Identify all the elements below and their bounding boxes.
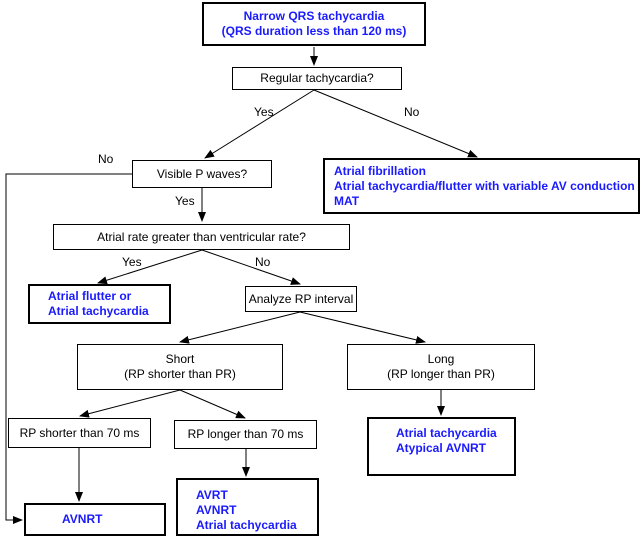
regular-tachycardia-question: Regular tachycardia?: [232, 67, 402, 90]
result-atrial-tachy-flutter-variable: Atrial tachycardia/flutter with variable…: [334, 179, 635, 193]
avnrt-result: AVNRT: [24, 503, 166, 536]
result-avnrt: AVNRT: [196, 503, 237, 517]
label-no-regular: No: [404, 105, 420, 119]
result-atrial-tachycardia: Atrial tachycardia: [48, 304, 149, 318]
edge-analyze-short: [179, 311, 301, 344]
edge-regular-no: [313, 89, 478, 158]
label-yes-visiblep: Yes: [175, 194, 195, 208]
rp-longer-70-text: RP longer than 70 ms: [187, 427, 304, 441]
result-atrial-fibrillation: Atrial fibrillation: [334, 164, 427, 178]
label-yes-rate: Yes: [122, 255, 142, 269]
label-no-visiblep: No: [98, 152, 114, 166]
rp-longer-70-result: AVRT AVNRT Atrial tachycardia: [176, 478, 319, 536]
long-rp-line2: (RP longer than PR): [387, 367, 495, 381]
edge-short-rp70: [79, 389, 181, 418]
result-mat: MAT: [334, 194, 360, 208]
atrial-rate-question: Atrial rate greater than ventricular rat…: [53, 224, 350, 250]
result-avnrt-final: AVNRT: [62, 512, 103, 526]
short-rp-line1: Short: [165, 352, 195, 366]
result-avrt: AVRT: [196, 488, 228, 502]
regular-tachycardia-text: Regular tachycardia?: [260, 71, 374, 85]
edge-rate-yes: [97, 249, 203, 285]
edge-regular-yes: [204, 89, 315, 159]
atrial-rate-text: Atrial rate greater than ventricular rat…: [97, 229, 306, 244]
start-line2: (QRS duration less than 120 ms): [221, 24, 407, 38]
edge-visiblep-no: [5, 173, 132, 524]
rp-longer-70-node: RP longer than 70 ms: [174, 420, 317, 449]
long-rp-line1: Long: [427, 352, 455, 366]
start-node: Narrow QRS tachycardia (QRS duration les…: [202, 2, 426, 46]
rp-shorter-70-node: RP shorter than 70 ms: [8, 418, 151, 448]
label-no-rate: No: [255, 255, 271, 269]
short-rp-node: Short (RP shorter than PR): [77, 344, 283, 390]
result-atypical-avnrt: Atypical AVNRT: [396, 441, 487, 455]
analyze-rp-node: Analyze RP interval: [245, 286, 357, 312]
analyze-rp-text: Analyze RP interval: [248, 291, 354, 306]
long-rp-node: Long (RP longer than PR): [347, 344, 535, 390]
result-long-atrial-tachycardia: Atrial tachycardia: [396, 426, 497, 440]
edge-short-rplong70: [179, 389, 246, 419]
result-atrial-tachycardia-2: Atrial tachycardia: [196, 518, 297, 532]
label-yes-regular: Yes: [254, 105, 274, 119]
visible-p-waves-text: Visible P waves?: [156, 166, 248, 181]
rp-shorter-70-text: RP shorter than 70 ms: [19, 425, 140, 440]
long-rp-result: Atrial tachycardia Atypical AVNRT: [367, 417, 516, 476]
visible-p-waves-question: Visible P waves?: [132, 160, 272, 188]
edge-analyze-long: [299, 311, 426, 344]
irregular-result: Atrial fibrillation Atrial tachycardia/f…: [323, 158, 640, 214]
short-rp-line2: (RP shorter than PR): [124, 367, 236, 381]
edge-rate-no: [201, 249, 301, 285]
atrial-flutter-result: Atrial flutter or Atrial tachycardia: [28, 284, 171, 324]
start-line1: Narrow QRS tachycardia: [243, 9, 385, 23]
result-atrial-flutter: Atrial flutter or: [48, 289, 132, 303]
